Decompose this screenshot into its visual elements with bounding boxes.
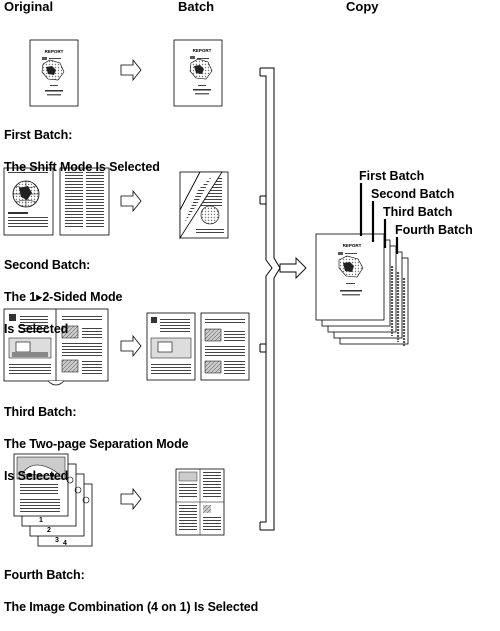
fourth-batch-page-4on1 <box>175 468 225 536</box>
caption-first-title: First Batch: <box>4 128 73 142</box>
output-arrow-icon <box>279 256 307 280</box>
header-original: Original <box>4 0 54 14</box>
page-number-2: 2 <box>47 527 51 534</box>
merge-bracket-connector <box>259 67 281 531</box>
header-batch: Batch <box>178 0 215 14</box>
second-arrow-icon <box>120 189 142 213</box>
caption-fourth-desc: The Image Combination (4 on 1) Is Select… <box>4 600 259 614</box>
fourth-arrow-icon <box>120 487 142 511</box>
second-batch-page-duplex <box>179 171 229 240</box>
caption-fourth-title: Fourth Batch: <box>4 568 85 582</box>
copy-tab-second-batch: Second Batch <box>370 187 456 201</box>
second-original-page-front <box>3 167 54 236</box>
first-arrow-icon <box>120 58 142 82</box>
first-batch-page: REPORT <box>173 39 223 107</box>
svg-text:REPORT: REPORT <box>343 243 362 248</box>
first-original-page: REPORT <box>29 39 79 107</box>
diagram-artwork: REPORT REPORT <box>3 39 409 547</box>
caption-third-desc-2: Is Selected <box>4 469 69 483</box>
page-number-3: 3 <box>55 537 59 544</box>
caption-first-batch: First Batch: The Shift Mode Is Selected <box>4 111 160 191</box>
page-number-1: 1 <box>39 517 43 524</box>
page-number-4: 4 <box>63 540 67 547</box>
third-batch-page-left <box>146 312 196 381</box>
caption-third-batch: Third Batch: The Two-page Separation Mod… <box>4 388 189 500</box>
caption-second-batch: Second Batch: The 1▸2-Sided Mode Is Sele… <box>4 241 122 353</box>
third-batch-page-right <box>200 312 250 381</box>
caption-fourth-batch: Fourth Batch: The Image Combination (4 o… <box>4 551 258 631</box>
third-original-open-book <box>3 308 109 386</box>
caption-second-title: Second Batch: <box>4 258 91 272</box>
header-copy: Copy <box>346 0 379 14</box>
caption-first-desc: The Shift Mode Is Selected <box>4 160 160 174</box>
copy-tab-first-batch: First Batch <box>358 169 426 183</box>
fourth-original-page-stack: 1 2 3 4 <box>13 453 93 547</box>
report-title-text: REPORT <box>45 49 64 54</box>
copy-tab-lines <box>359 182 399 254</box>
copy-output-stack: REPORT <box>315 233 409 346</box>
svg-text:REPORT: REPORT <box>193 48 212 53</box>
second-original-page-back <box>59 167 110 236</box>
caption-third-desc: The Two-page Separation Mode <box>4 437 189 451</box>
copy-tab-third-batch: Third Batch <box>382 205 454 219</box>
caption-second-desc-2: Is Selected <box>4 322 69 336</box>
caption-second-desc: The 1▸2-Sided Mode <box>4 290 123 304</box>
third-arrow-icon <box>120 334 142 358</box>
caption-third-title: Third Batch: <box>4 405 77 419</box>
copy-tab-fourth-batch: Fourth Batch <box>394 223 474 237</box>
